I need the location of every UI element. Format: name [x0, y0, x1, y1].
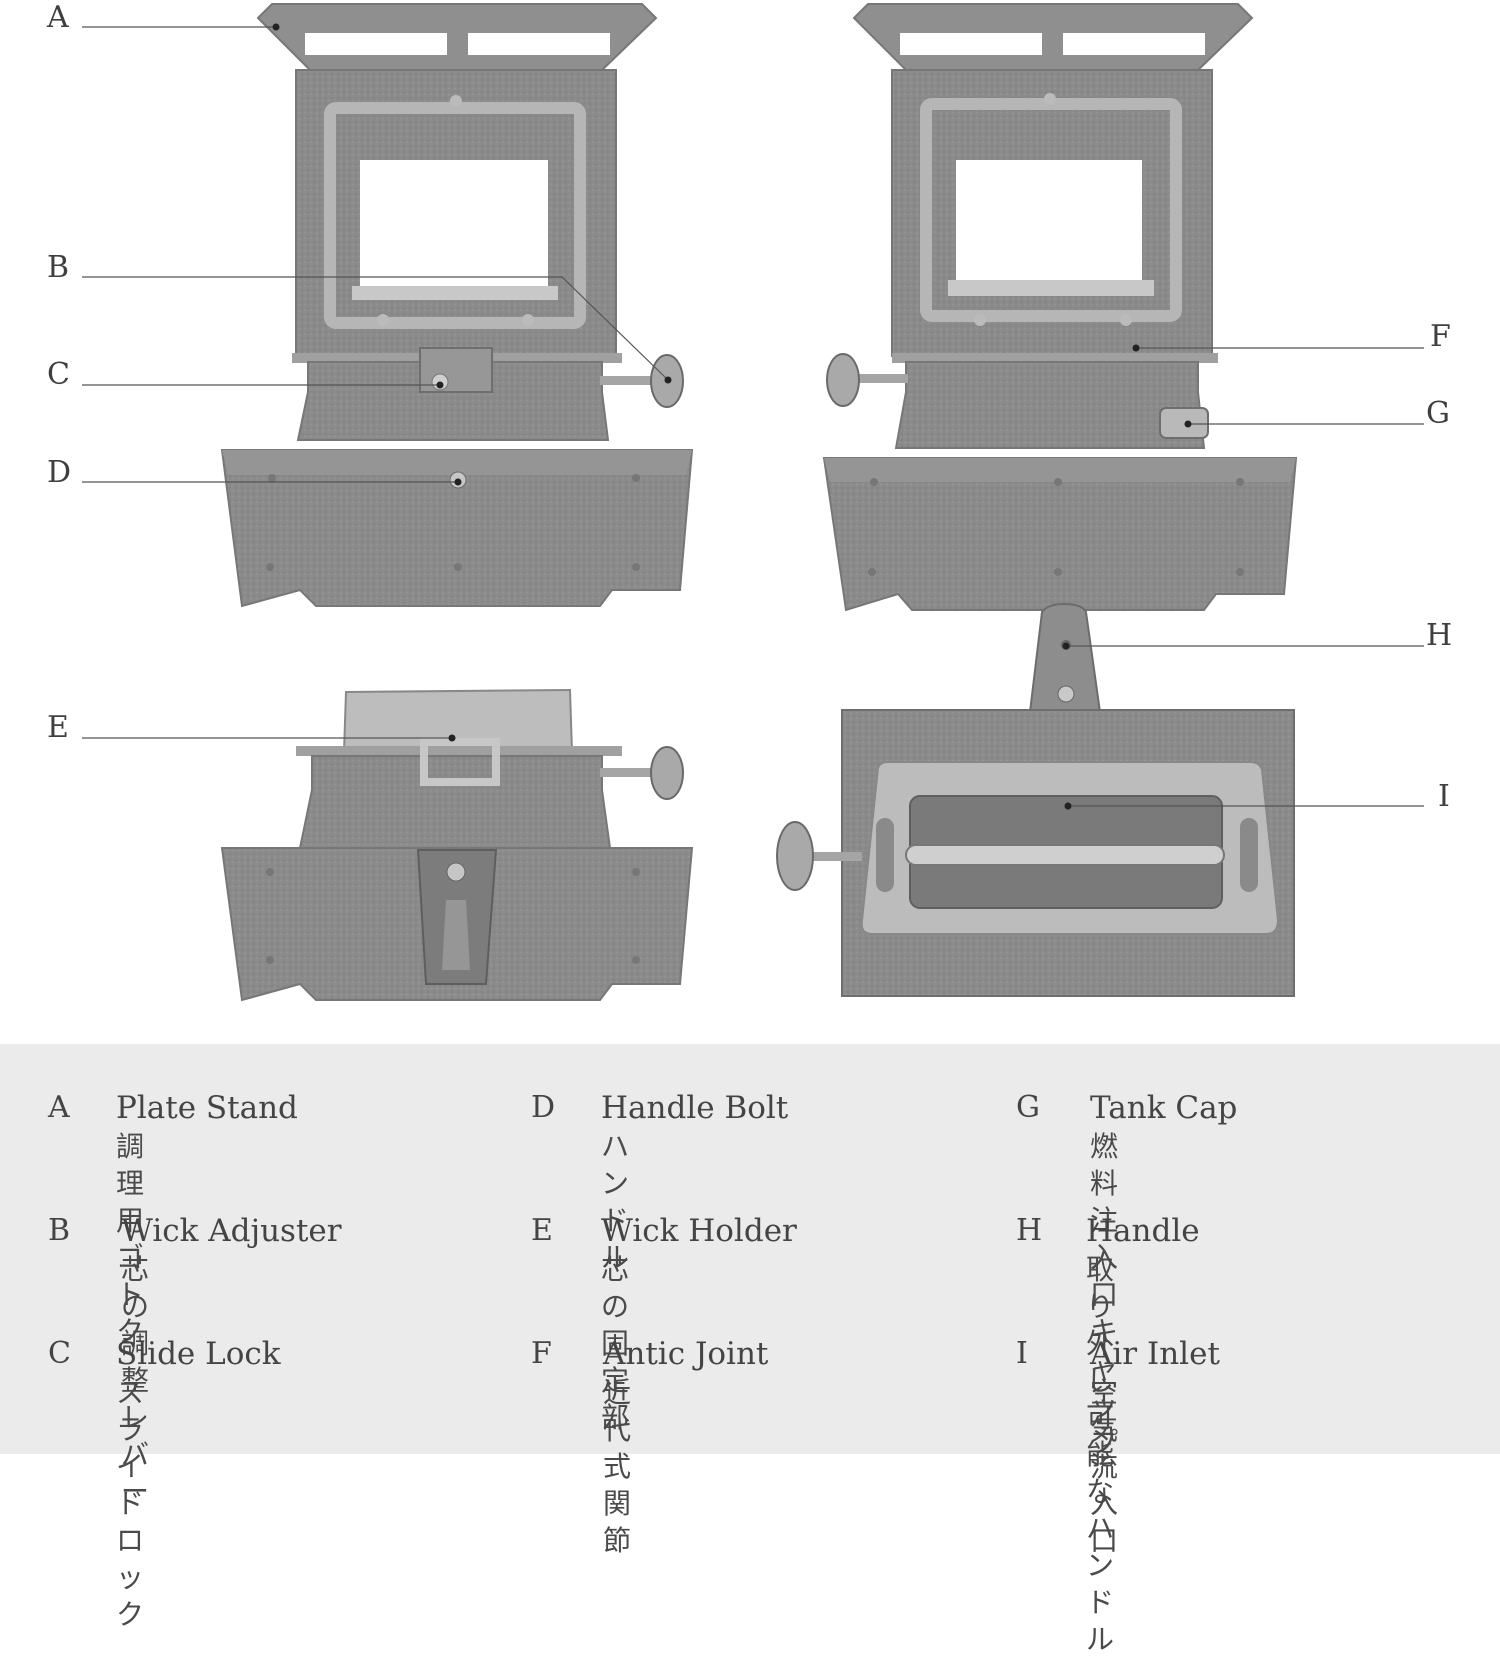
- legend-name-jp: 調理用 ゴトク: [116, 1130, 145, 1348]
- legend-letter: E: [531, 1213, 553, 1248]
- legend-letter: D: [531, 1090, 556, 1125]
- parts-legend: A Plate Stand 調理用 ゴトク D Handle Bolt ハンドル…: [0, 1044, 1500, 1656]
- callout-c: C: [47, 357, 70, 392]
- legend-letter: C: [48, 1336, 71, 1371]
- legend-letter: F: [531, 1336, 552, 1371]
- legend-letter: B: [48, 1213, 71, 1248]
- callout-f: F: [1430, 319, 1451, 354]
- legend-name-jp: ハンドル: [601, 1130, 630, 1274]
- legend-name-en: Handle: [1086, 1213, 1200, 1249]
- callout-h: H: [1426, 618, 1453, 653]
- legend-name-en: Tank Cap: [1090, 1090, 1238, 1126]
- callout-g: G: [1426, 396, 1450, 431]
- callout-i: I: [1438, 779, 1450, 814]
- stove-diagram: [82, 3, 1424, 1002]
- callout-e: E: [47, 710, 69, 745]
- legend-letter: A: [48, 1090, 70, 1125]
- legend-name-jp: スライド ロック: [116, 1376, 145, 1631]
- legend-name-en: Air Inlet: [1090, 1336, 1220, 1372]
- burner-view: [220, 688, 694, 1002]
- legend-name-en: Plate Stand: [116, 1090, 298, 1126]
- legend-name-jp: 空気 流入口: [1090, 1376, 1119, 1557]
- leader-lines: [82, 26, 1424, 807]
- legend-name-en: Antic Joint: [603, 1336, 769, 1372]
- legend-name-en: Handle Bolt: [601, 1090, 789, 1126]
- front-view: [220, 3, 694, 608]
- legend-name-jp: 近代式 関節: [603, 1376, 632, 1557]
- legend-letter: H: [1016, 1213, 1043, 1248]
- callout-d: D: [47, 455, 72, 490]
- legend-letter: I: [1016, 1336, 1028, 1371]
- callout-a: A: [47, 0, 69, 35]
- legend-letter: G: [1016, 1090, 1040, 1125]
- legend-name-jp: 芯の 固定部: [601, 1253, 630, 1434]
- leader-dots: [272, 23, 1192, 810]
- top-view: [776, 602, 1295, 997]
- legend-name-en: Wick Adjuster: [121, 1213, 342, 1249]
- legend-name-en: Slide Lock: [116, 1336, 281, 1372]
- back-view: [822, 3, 1298, 612]
- legend-name-jp: 燃料 注入口キャップ: [1090, 1130, 1119, 1459]
- legend-name-en: Wick Holder: [601, 1213, 797, 1249]
- callout-b: B: [47, 250, 70, 285]
